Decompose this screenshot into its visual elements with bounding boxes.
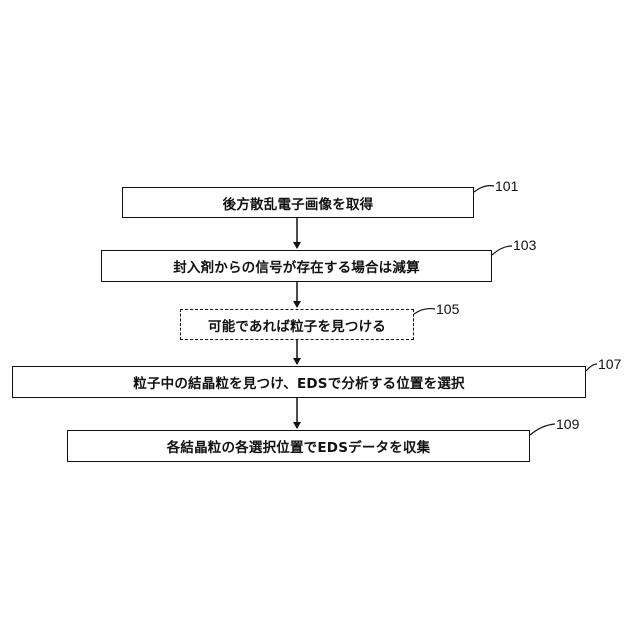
ref-number-101: 101: [495, 179, 518, 193]
leader-line-109: [530, 424, 555, 435]
ref-number-109: 109: [556, 417, 579, 431]
leader-line-107: [586, 364, 597, 371]
step-label-103: 封入剤からの信号が存在する場合は減算: [173, 256, 420, 276]
step-box-103: 封入剤からの信号が存在する場合は減算: [101, 250, 492, 282]
step-box-107: 粒子中の結晶粒を見つけ、EDSで分析する位置を選択: [12, 366, 586, 398]
leader-line-101: [474, 186, 494, 192]
step-label-105: 可能であれば粒子を見つける: [208, 315, 386, 335]
step-box-105-optional: 可能であれば粒子を見つける: [180, 309, 414, 340]
step-label-101: 後方散乱電子画像を取得: [223, 193, 374, 213]
step-box-109: 各結晶粒の各選択位置でEDSデータを収集: [67, 430, 530, 462]
ref-number-105: 105: [436, 302, 459, 316]
step-box-101: 後方散乱電子画像を取得: [122, 187, 474, 218]
leader-line-103: [492, 246, 512, 255]
ref-number-107: 107: [598, 357, 621, 371]
leader-line-105: [414, 309, 435, 314]
step-label-107: 粒子中の結晶粒を見つけ、EDSで分析する位置を選択: [133, 372, 464, 392]
step-label-109: 各結晶粒の各選択位置でEDSデータを収集: [167, 436, 431, 456]
ref-number-103: 103: [513, 238, 536, 252]
